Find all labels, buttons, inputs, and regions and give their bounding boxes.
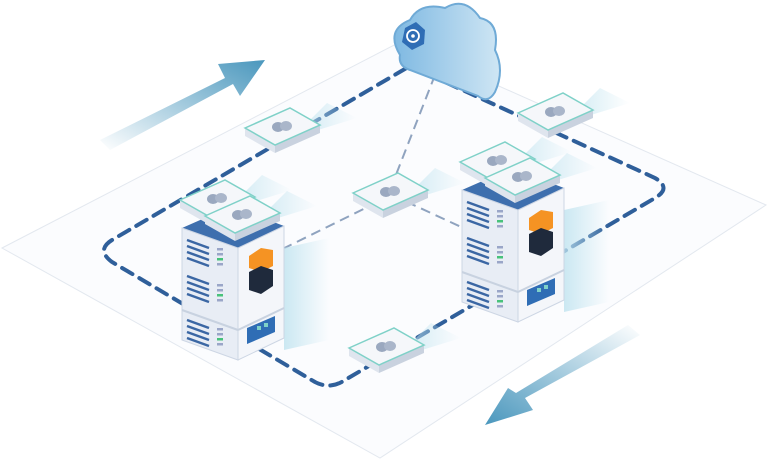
vent-line [186, 336, 210, 348]
vent-line [186, 324, 210, 336]
chip-side [548, 110, 593, 138]
status-led [497, 220, 503, 223]
status-led [497, 295, 503, 298]
server-icon [458, 137, 609, 323]
vent-line [466, 292, 490, 304]
status-led [217, 343, 223, 346]
status-led [217, 248, 223, 251]
vent-line [466, 218, 490, 230]
arrow-down-left-icon [485, 325, 640, 425]
orange-hexagon-icon [529, 210, 553, 234]
status-led [217, 299, 223, 302]
status-led [497, 261, 503, 264]
server-glow [284, 238, 329, 350]
chip-dot [520, 171, 532, 181]
status-led [497, 305, 503, 308]
container-chip-icon [347, 323, 461, 373]
vent-line [466, 242, 490, 254]
panel-chip [537, 288, 541, 292]
panel-chip [544, 285, 548, 289]
vent-line [186, 292, 210, 304]
chip-dot [215, 193, 227, 203]
vent-line [466, 298, 490, 310]
chip-dot [495, 155, 507, 165]
vent-line [466, 200, 490, 212]
status-led [217, 338, 223, 341]
vent-line [466, 254, 490, 266]
dark-hexagon-icon [529, 228, 553, 256]
chip-side [460, 162, 490, 187]
vent-line [186, 244, 210, 256]
status-led [497, 256, 503, 259]
server-divider [461, 271, 519, 293]
vent-line [186, 250, 210, 262]
chip-side [205, 216, 235, 241]
chip-side [245, 128, 275, 153]
orange-hexagon-icon [249, 248, 273, 272]
container-chip-icon [483, 153, 597, 203]
status-led [217, 284, 223, 287]
vent-line [186, 238, 210, 250]
server-divider [237, 307, 285, 331]
server-glow [564, 200, 609, 312]
chip-dot [384, 341, 396, 351]
server-icon [178, 175, 329, 361]
vent-line [186, 330, 210, 342]
base-plane [0, 41, 768, 459]
panel-chip [264, 323, 268, 327]
chip-side [485, 178, 515, 203]
status-led [497, 300, 503, 303]
vent-line [466, 236, 490, 248]
status-led [497, 251, 503, 254]
vent-line [466, 212, 490, 224]
vent-line [186, 280, 210, 292]
vent-line [466, 248, 490, 260]
chip-dot [280, 121, 292, 131]
status-led [497, 290, 503, 293]
status-led [497, 225, 503, 228]
chip-side [515, 175, 560, 203]
status-led [217, 263, 223, 266]
container-chip-icon [516, 88, 630, 138]
status-led [217, 294, 223, 297]
server-divider [517, 269, 565, 293]
chip-side [349, 348, 379, 373]
vent-line [466, 280, 490, 292]
vent-line [186, 318, 210, 330]
chip-dot [388, 186, 400, 196]
container-chip-icon [351, 168, 465, 218]
chip-dot [553, 106, 565, 116]
chip-side [180, 200, 210, 225]
chip-side [353, 193, 383, 218]
vent-line [466, 206, 490, 218]
status-led [217, 253, 223, 256]
status-led [217, 258, 223, 261]
status-led [217, 289, 223, 292]
chip-dot [240, 209, 252, 219]
vent-line [186, 274, 210, 286]
panel-chip [257, 326, 261, 330]
chip-side [235, 213, 280, 241]
chip-side [275, 125, 320, 153]
cloud [393, 2, 501, 101]
status-led [497, 210, 503, 213]
container-chip-icon [243, 103, 357, 153]
status-led [217, 333, 223, 336]
status-led [217, 328, 223, 331]
vent-line [186, 286, 210, 298]
vent-line [186, 256, 210, 268]
dashed-network-loop [102, 63, 666, 388]
chip-side [518, 113, 548, 138]
server-divider [181, 309, 239, 331]
vent-line [466, 286, 490, 298]
chip-side [379, 345, 424, 373]
container-chip-icon [203, 191, 317, 241]
status-led [497, 246, 503, 249]
arrow-up-right-icon [100, 60, 265, 150]
chip-side [383, 190, 428, 218]
status-led [497, 215, 503, 218]
dark-hexagon-icon [249, 266, 273, 294]
